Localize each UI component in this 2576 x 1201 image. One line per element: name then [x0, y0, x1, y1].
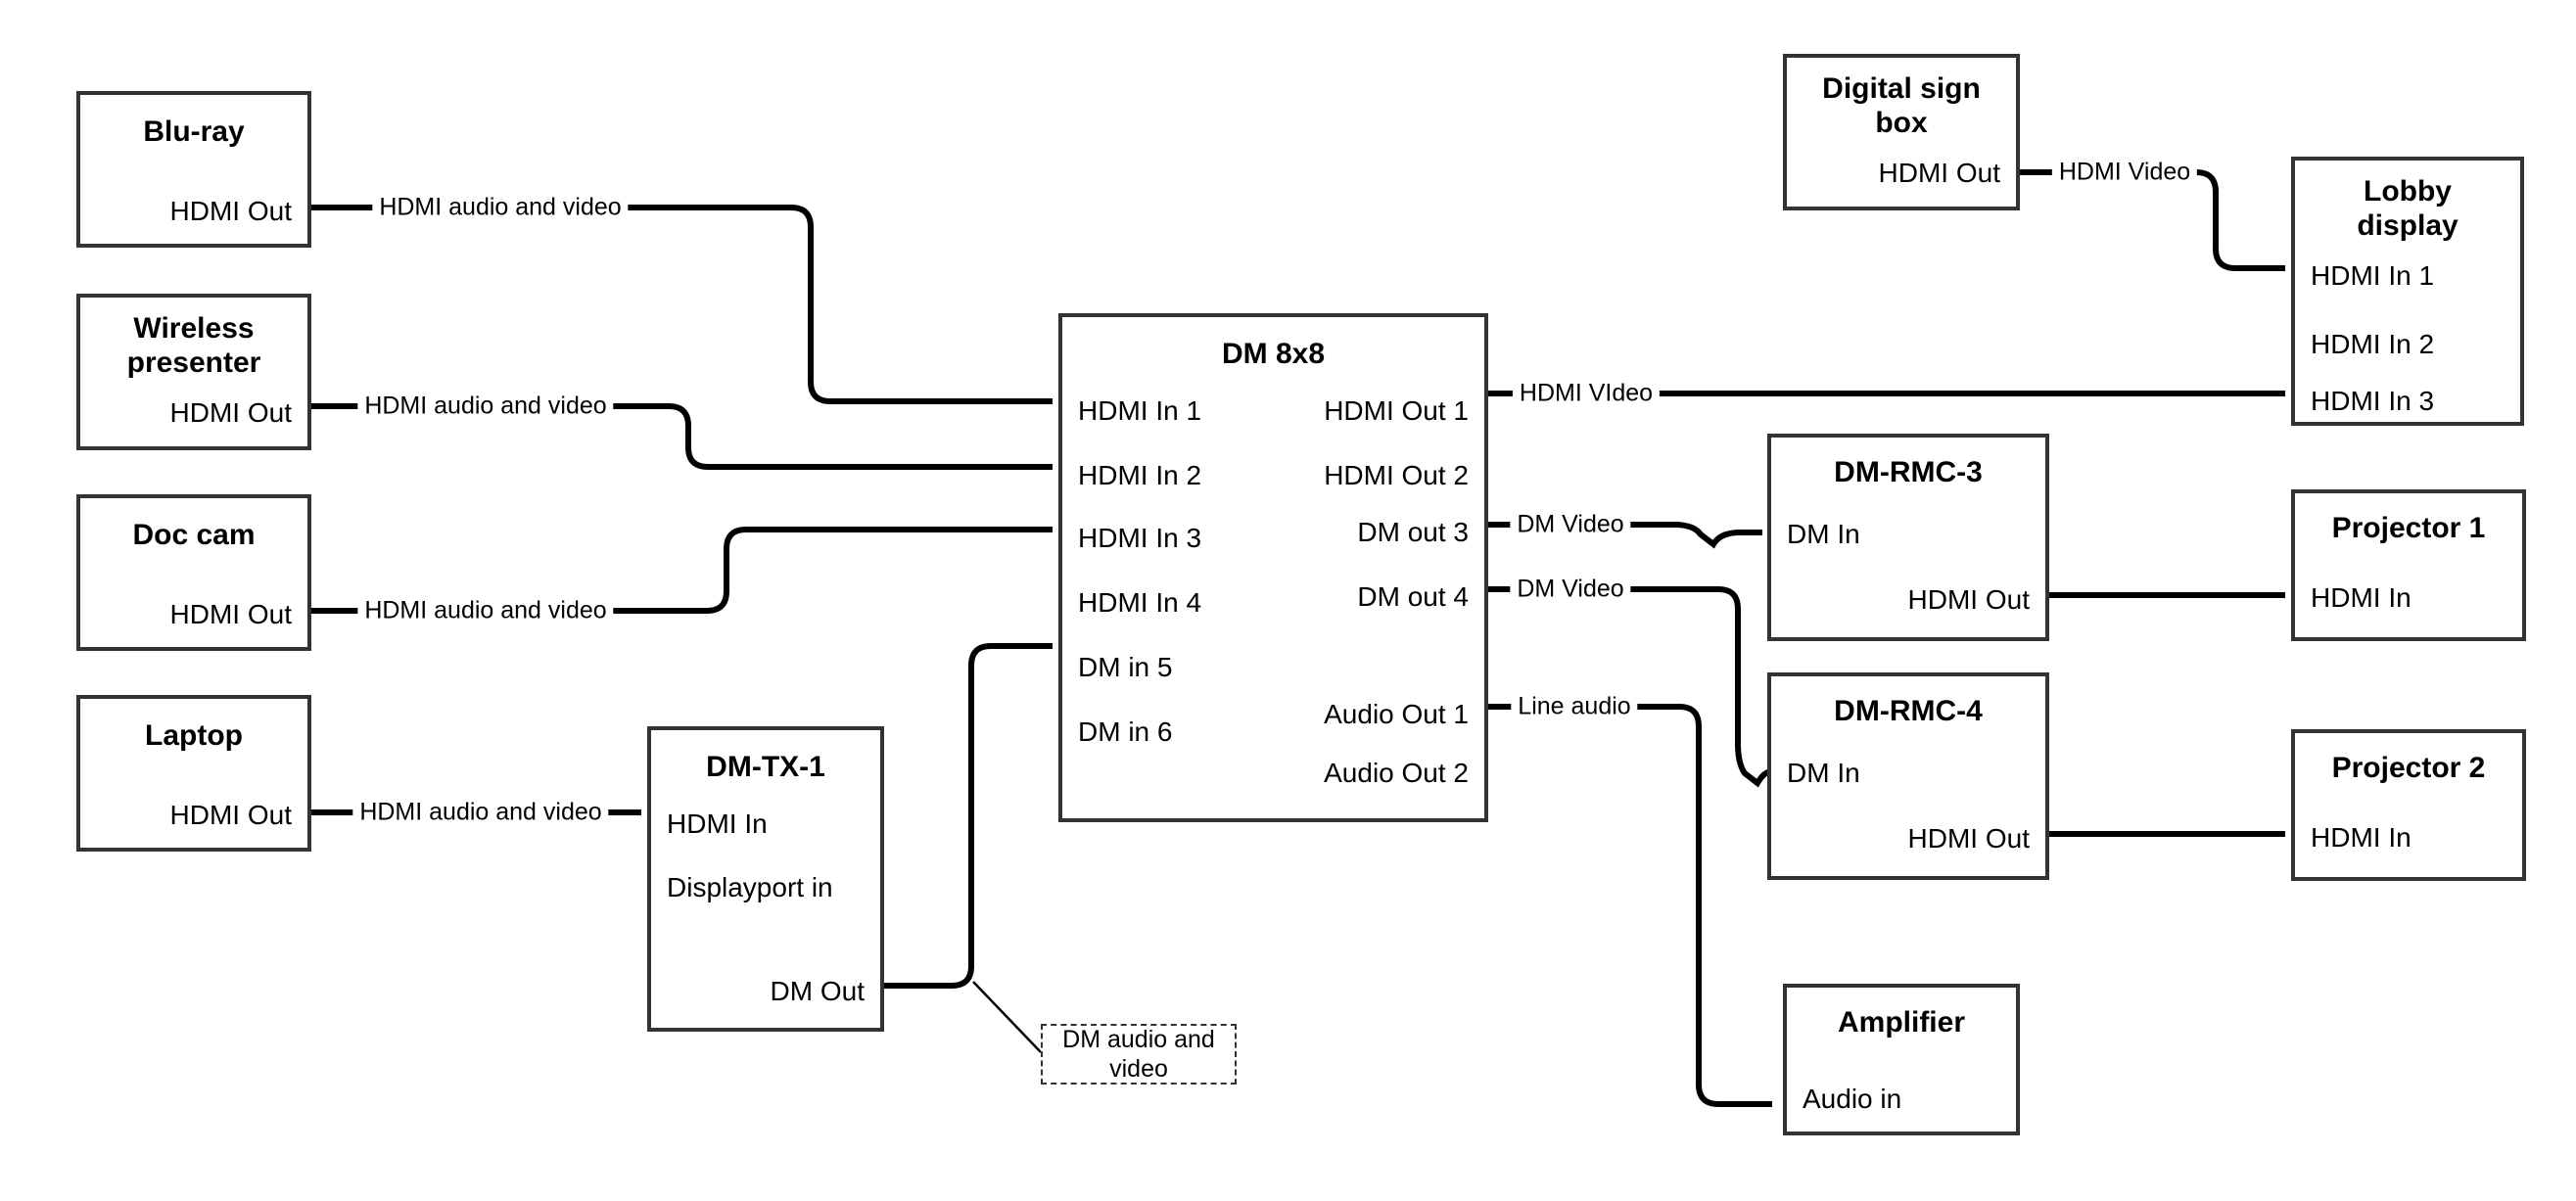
port-dmtx1-displayport-in[interactable]: Displayport in — [667, 872, 833, 902]
wire-doccam-to-dm8x8 — [311, 527, 1053, 614]
wire-label-dm-video-4: DM Video — [1510, 575, 1631, 604]
port-rmc4-hdmi-out[interactable]: HDMI Out — [1907, 823, 2030, 854]
wire-dm8x8-to-rmc4 — [1488, 586, 1773, 788]
device-box-dm-rmc-3[interactable]: DM-RMC-3 DM In HDMI Out — [1767, 434, 2049, 641]
device-box-dm-rmc-4[interactable]: DM-RMC-4 DM In HDMI Out — [1767, 672, 2049, 880]
port-dm8x8-dm-out-3[interactable]: DM out 3 — [1357, 517, 1469, 547]
wire-label-hdmi-video-out1: HDMI VIdeo — [1512, 379, 1661, 408]
port-dm8x8-hdmi-in-1[interactable]: HDMI In 1 — [1078, 395, 1202, 426]
port-lobby-hdmi-in-1[interactable]: HDMI In 1 — [2311, 260, 2435, 291]
wire-label-hdmi-av-bluray: HDMI audio and video — [372, 193, 629, 222]
wire-bluray-to-dm8x8 — [311, 205, 1053, 404]
port-dm8x8-hdmi-out-1[interactable]: HDMI Out 1 — [1324, 395, 1469, 426]
device-title-laptop: Laptop — [145, 719, 243, 752]
wire-dm8x8-to-rmc3 — [1488, 522, 1762, 549]
device-title-projector-1: Projector 1 — [2331, 512, 2486, 544]
device-title-dm-8x8: DM 8x8 — [1221, 338, 1326, 370]
device-title-amplifier: Amplifier — [1837, 1006, 1966, 1039]
device-box-projector-1[interactable]: Projector 1 HDMI In — [2291, 489, 2526, 641]
port-proj1-hdmi-in[interactable]: HDMI In — [2311, 582, 2412, 613]
wire-dm8x8-to-amp — [1488, 704, 1772, 1107]
port-dm8x8-hdmi-out-2[interactable]: HDMI Out 2 — [1324, 460, 1469, 490]
device-box-bluray[interactable]: Blu-ray HDMI Out — [76, 91, 311, 248]
port-dm8x8-dm-in-5[interactable]: DM in 5 — [1078, 652, 1173, 682]
port-lobby-hdmi-in-3[interactable]: HDMI In 3 — [2311, 386, 2435, 416]
note-leader-line — [972, 981, 1042, 1053]
device-title-doc-cam: Doc cam — [132, 519, 256, 551]
wire-wireless-to-dm8x8 — [311, 403, 1053, 470]
device-box-laptop[interactable]: Laptop HDMI Out — [76, 695, 311, 852]
port-rmc4-dm-in[interactable]: DM In — [1787, 758, 1860, 788]
port-amp-audio-in[interactable]: Audio in — [1803, 1084, 1902, 1114]
device-title-dm-rmc-3: DM-RMC-3 — [1834, 456, 1983, 488]
port-laptop-hdmi-out[interactable]: HDMI Out — [169, 800, 292, 830]
wire-label-hdmi-av-doccam: HDMI audio and video — [357, 596, 614, 625]
port-dm8x8-hdmi-in-4[interactable]: HDMI In 4 — [1078, 587, 1202, 618]
device-title-dm-rmc-4: DM-RMC-4 — [1834, 695, 1983, 727]
port-dmtx1-hdmi-in[interactable]: HDMI In — [667, 808, 768, 839]
port-dm8x8-audio-out-1[interactable]: Audio Out 1 — [1324, 699, 1469, 729]
device-box-dm-8x8[interactable]: DM 8x8 HDMI In 1 HDMI In 2 HDMI In 3 HDM… — [1058, 313, 1488, 822]
port-rmc3-dm-in[interactable]: DM In — [1787, 519, 1860, 549]
port-lobby-hdmi-in-2[interactable]: HDMI In 2 — [2311, 329, 2435, 359]
port-signbox-hdmi-out[interactable]: HDMI Out — [1878, 158, 2000, 188]
port-rmc3-hdmi-out[interactable]: HDMI Out — [1907, 584, 2030, 615]
wire-label-hdmi-video-sign: HDMI Video — [2051, 158, 2198, 187]
port-dm8x8-hdmi-in-3[interactable]: HDMI In 3 — [1078, 523, 1202, 553]
wire-dmtx1-to-dm8x8 — [884, 643, 1053, 989]
wire-signbox-to-lobby-hdmi1 — [2020, 169, 2285, 271]
port-doccam-hdmi-out[interactable]: HDMI Out — [169, 599, 292, 629]
wire-label-hdmi-av-wireless: HDMI audio and video — [357, 392, 614, 421]
device-box-dm-tx-1[interactable]: DM-TX-1 HDMI In Displayport in DM Out — [647, 726, 884, 1032]
device-title-bluray: Blu-ray — [143, 115, 245, 148]
port-dm8x8-audio-out-2[interactable]: Audio Out 2 — [1324, 758, 1469, 788]
port-bluray-hdmi-out[interactable]: HDMI Out — [169, 196, 292, 226]
device-box-digital-sign-box[interactable]: Digital sign box HDMI Out — [1783, 54, 2020, 210]
port-wireless-hdmi-out[interactable]: HDMI Out — [169, 397, 292, 428]
port-dm8x8-dm-in-6[interactable]: DM in 6 — [1078, 716, 1173, 747]
port-dm8x8-hdmi-in-2[interactable]: HDMI In 2 — [1078, 460, 1202, 490]
port-dm8x8-dm-out-4[interactable]: DM out 4 — [1357, 581, 1469, 612]
device-box-amplifier[interactable]: Amplifier Audio in — [1783, 984, 2020, 1135]
device-box-doc-cam[interactable]: Doc cam HDMI Out — [76, 494, 311, 651]
wire-label-hdmi-av-laptop: HDMI audio and video — [352, 798, 609, 827]
wire-label-dm-video-3: DM Video — [1510, 510, 1631, 539]
annotation-dm-audio-and-video: DM audio and video — [1041, 1024, 1237, 1085]
device-title-dm-tx-1: DM-TX-1 — [706, 751, 825, 783]
port-dmtx1-dm-out[interactable]: DM Out — [770, 976, 865, 1006]
device-box-wireless-presenter[interactable]: Wireless presenter HDMI Out — [76, 294, 311, 450]
device-title-lobby-display: Lobby display — [2357, 175, 2459, 243]
device-box-lobby-display[interactable]: Lobby display HDMI In 1 HDMI In 2 HDMI I… — [2291, 157, 2524, 426]
device-title-wireless-presenter: Wireless presenter — [126, 312, 261, 380]
device-box-projector-2[interactable]: Projector 2 HDMI In — [2291, 729, 2526, 881]
port-proj2-hdmi-in[interactable]: HDMI In — [2311, 822, 2412, 853]
device-title-digital-sign-box: Digital sign box — [1822, 72, 1981, 140]
device-title-projector-2: Projector 2 — [2331, 752, 2486, 784]
wire-label-line-audio: Line audio — [1511, 692, 1638, 721]
